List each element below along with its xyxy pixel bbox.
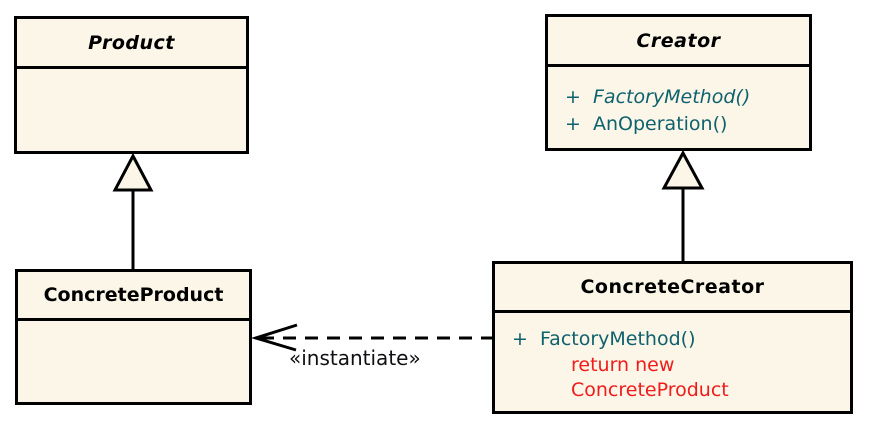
method-factorymethod-concrete: + FactoryMethod()	[495, 326, 850, 353]
pseudocode-concrete-product: ConcreteProduct	[571, 379, 729, 401]
generalization-arrow-product	[112, 152, 154, 269]
class-name-creator: Creator	[548, 17, 809, 67]
method-anoperation: + AnOperation()	[548, 111, 809, 138]
visibility-plus: +	[565, 113, 581, 135]
class-box-concrete-creator: ConcreteCreator + FactoryMethod() return…	[492, 261, 853, 414]
class-name-product: Product	[17, 19, 246, 69]
visibility-plus: +	[565, 86, 581, 108]
method-factorymethod: + FactoryMethod()	[548, 84, 809, 111]
class-name-concrete-creator: ConcreteCreator	[495, 264, 850, 313]
visibility-plus: +	[512, 328, 528, 350]
class-box-creator: Creator + FactoryMethod() + AnOperation(…	[545, 14, 812, 151]
generalization-arrow-creator	[661, 149, 705, 261]
class-name-concrete-product: ConcreteProduct	[18, 272, 249, 321]
instantiate-label: «instantiate»	[289, 346, 421, 370]
class-body-creator: + FactoryMethod() + AnOperation()	[548, 67, 809, 138]
class-box-product: Product	[14, 16, 249, 154]
class-body-concrete-creator: + FactoryMethod() return new ConcretePro…	[495, 313, 850, 403]
pseudocode-return-new: return new	[571, 354, 675, 376]
class-box-concrete-product: ConcreteProduct	[15, 269, 252, 405]
